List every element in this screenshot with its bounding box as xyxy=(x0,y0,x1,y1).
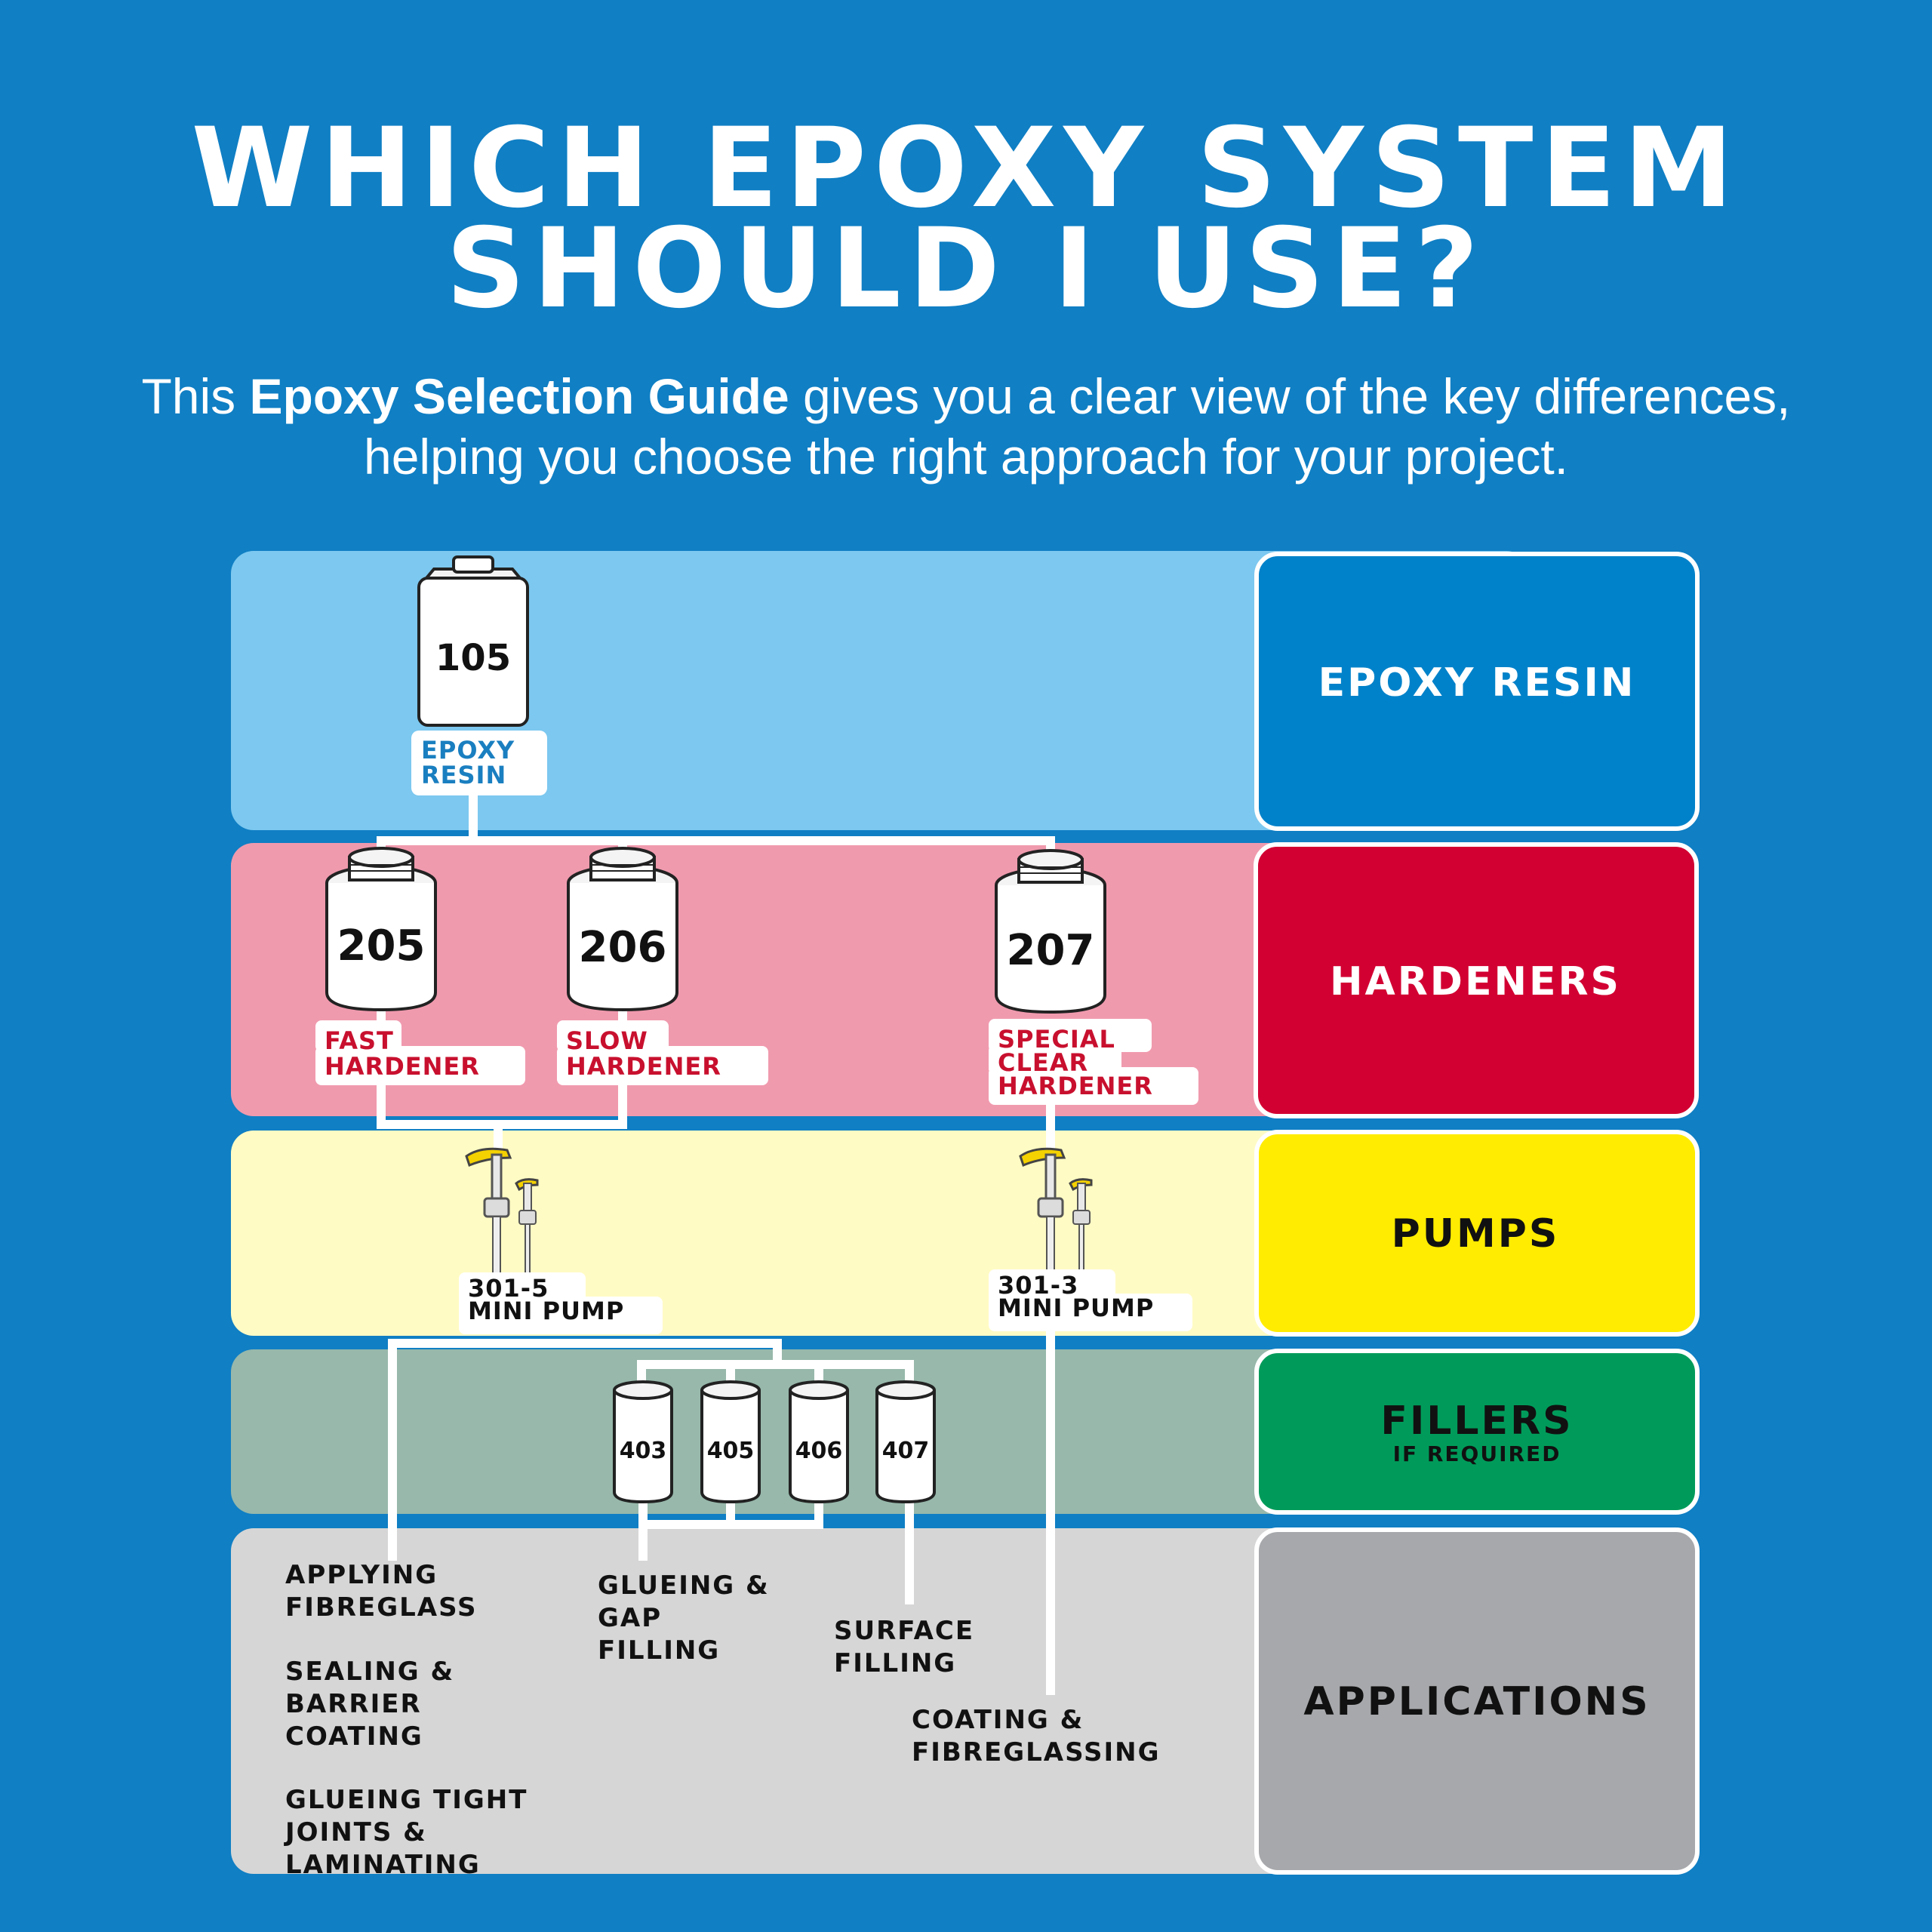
hardener-206-tag-bottom xyxy=(557,1046,768,1085)
category-applications: APPLICATIONS xyxy=(1303,1679,1650,1724)
pump-301-3-line2: MINI PUMP xyxy=(998,1294,1154,1322)
application-band xyxy=(231,1528,1529,1874)
filler-407-code: 407 xyxy=(882,1438,930,1464)
subtitle-post: gives you a clear view of the key differ… xyxy=(789,368,1791,424)
app-coating-2: FIBREGLASSING xyxy=(912,1737,1161,1767)
hardener-205-tag-top xyxy=(315,1020,401,1052)
hardener-206-line1: SLOW xyxy=(566,1026,648,1055)
category-resin: EPOXY RESIN xyxy=(1318,660,1636,706)
pump-category-box xyxy=(1254,1130,1700,1337)
pump-301-3-tag-bottom xyxy=(989,1294,1192,1331)
hardener-207-tag-bottom xyxy=(989,1067,1198,1105)
category-fillers: FILLERS xyxy=(1380,1398,1573,1444)
subtitle-pre: This xyxy=(141,368,250,424)
hardener-206-code: 206 xyxy=(579,923,667,972)
hardener-207-line3: HARDENER xyxy=(998,1072,1153,1100)
hardener-205-code: 205 xyxy=(337,921,426,971)
subtitle-line-1: This Epoxy Selection Guide gives you a c… xyxy=(0,366,1932,426)
hardener-206-tag-top xyxy=(557,1020,669,1052)
app-glueing-tight-1: GLUEING TIGHT xyxy=(285,1785,528,1815)
category-pumps: PUMPS xyxy=(1392,1211,1560,1257)
hardener-205-tag-bottom xyxy=(315,1046,525,1085)
app-glueing-tight-3: LAMINATING xyxy=(285,1850,481,1880)
hardener-205-line1: FAST xyxy=(325,1026,394,1055)
resin-code: 105 xyxy=(435,637,511,679)
resin-category-box xyxy=(1254,552,1700,831)
filler-406-code: 406 xyxy=(795,1438,843,1464)
pump-301-3-line1: 301-3 xyxy=(998,1271,1078,1300)
resin-label-1: EPOXY xyxy=(421,736,515,764)
hardener-band xyxy=(231,843,1529,1116)
title-line-2: SHOULD I USE? xyxy=(445,205,1487,333)
app-surface-1: SURFACE xyxy=(834,1616,974,1646)
app-glueing-gap-3: FILLING xyxy=(598,1635,720,1666)
filler-405-code: 405 xyxy=(707,1438,755,1464)
hardener-207-code: 207 xyxy=(1007,926,1095,975)
app-sealing-1: SEALING & xyxy=(285,1657,454,1687)
app-fibreglass-2: FIBREGLASS xyxy=(285,1592,478,1623)
pump-301-5-tag-bottom xyxy=(459,1297,663,1334)
hardener-207-line2: CLEAR xyxy=(998,1048,1088,1077)
subtitle-line-2: helping you choose the right approach fo… xyxy=(364,429,1568,485)
filler-403-code: 403 xyxy=(620,1438,667,1464)
title-line-1: WHICH EPOXY SYSTEM xyxy=(191,104,1741,232)
app-sealing-3: COATING xyxy=(285,1721,423,1752)
app-coating-1: COATING & xyxy=(912,1705,1084,1735)
subtitle-bold: Epoxy Selection Guide xyxy=(249,368,789,424)
app-sealing-2: BARRIER xyxy=(285,1689,422,1719)
app-glueing-gap-2: GAP xyxy=(598,1603,662,1633)
pump-301-5-line2: MINI PUMP xyxy=(468,1297,624,1325)
hardener-206-line2: HARDENER xyxy=(566,1052,721,1081)
resin-band xyxy=(231,551,1529,830)
app-glueing-tight-2: JOINTS & xyxy=(284,1817,427,1847)
app-surface-2: FILLING xyxy=(834,1648,956,1678)
resin-label-2: RESIN xyxy=(421,761,506,789)
pump-301-5-line1: 301-5 xyxy=(468,1274,549,1303)
hardener-207-tag-top xyxy=(989,1019,1152,1052)
application-category-box xyxy=(1254,1527,1700,1875)
hardener-207-line1: SPECIAL xyxy=(998,1025,1115,1054)
hardener-category-box xyxy=(1254,842,1699,1118)
app-glueing-gap-1: GLUEING & xyxy=(598,1571,770,1601)
category-fillers-sub: IF REQUIRED xyxy=(1393,1441,1561,1466)
app-fibreglass-1: APPLYING xyxy=(285,1560,438,1590)
resin-label-tag xyxy=(411,731,547,795)
filler-category-box xyxy=(1254,1349,1700,1515)
category-hardeners: HARDENERS xyxy=(1330,959,1621,1004)
hardener-205-line2: HARDENER xyxy=(325,1052,480,1081)
